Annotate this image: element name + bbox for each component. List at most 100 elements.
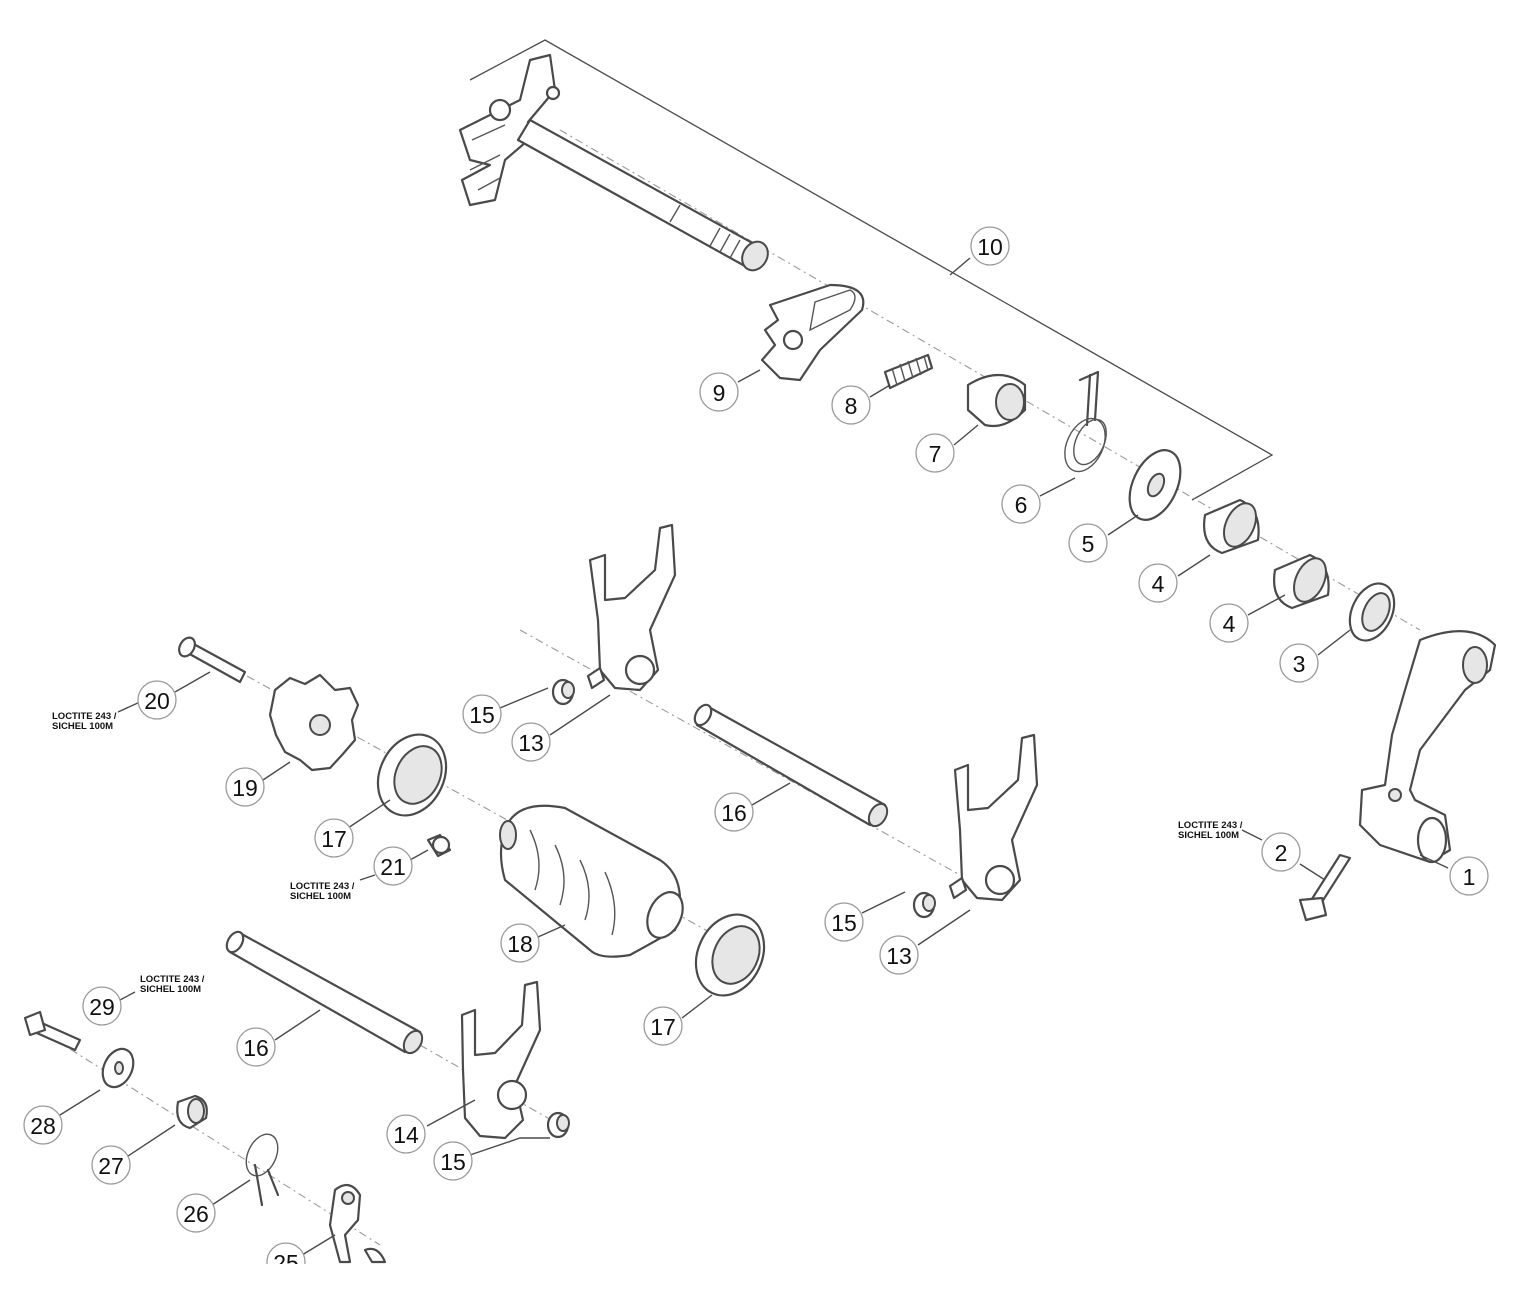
adhesive-note-21: LOCTITE 243 / SICHEL 100M	[290, 881, 355, 902]
washer-part	[1128, 449, 1182, 521]
lever-part-25	[328, 1183, 387, 1264]
fork-rod-upper	[693, 703, 889, 828]
adhesive-note-20: LOCTITE 243 / SICHEL 100M	[52, 711, 117, 732]
svg-text:4: 4	[1223, 611, 1236, 637]
svg-text:17: 17	[321, 826, 347, 852]
callout-14: 14	[386, 1114, 426, 1154]
spring-part	[883, 353, 934, 390]
callout-7: 7	[915, 433, 955, 473]
callout-8: 8	[831, 385, 871, 425]
svg-text:17: 17	[650, 1014, 676, 1040]
svg-text:1: 1	[1463, 864, 1476, 890]
svg-text:5: 5	[1082, 531, 1095, 557]
svg-text:14: 14	[393, 1122, 419, 1148]
roller-part-b	[912, 891, 936, 919]
seal-ring-part	[1348, 582, 1396, 642]
return-spring-part	[1064, 370, 1107, 473]
bushing-part-lower	[1273, 553, 1330, 610]
shift-plate-part	[760, 283, 865, 382]
callout-19: 19	[225, 767, 265, 807]
svg-text:10: 10	[977, 234, 1003, 260]
bushing-part-upper	[1203, 498, 1260, 555]
callout-26: 26	[176, 1193, 216, 1233]
svg-text:27: 27	[98, 1153, 124, 1179]
svg-text:21: 21	[380, 854, 406, 880]
svg-text:9: 9	[713, 380, 726, 406]
svg-text:SICHEL 100M: SICHEL 100M	[52, 721, 113, 732]
callout-15-lower: 15	[433, 1141, 473, 1181]
washer-part-28	[101, 1047, 135, 1089]
guide-sleeve-part	[966, 374, 1027, 428]
roller-part-c	[546, 1111, 570, 1139]
callout-15-upper: 15	[462, 694, 502, 734]
adhesive-note-2: LOCTITE 243 / SICHEL 100M	[1178, 820, 1243, 841]
svg-text:7: 7	[929, 441, 942, 467]
callout-1: 1	[1449, 856, 1489, 896]
callout-15-right: 15	[824, 902, 864, 942]
svg-text:26: 26	[183, 1201, 209, 1227]
spring-part-26	[245, 1133, 280, 1207]
star-cam-part	[268, 673, 360, 772]
svg-text:13: 13	[886, 943, 912, 969]
svg-text:LOCTITE 243 /: LOCTITE 243 /	[1178, 820, 1243, 831]
bearing-part-upper	[376, 733, 448, 817]
svg-text:3: 3	[1293, 651, 1306, 677]
svg-text:15: 15	[440, 1149, 466, 1175]
svg-text:8: 8	[845, 393, 858, 419]
roller-part-27	[176, 1094, 208, 1130]
callout-10: 10	[970, 226, 1010, 266]
svg-text:6: 6	[1015, 492, 1028, 518]
callout-9: 9	[699, 372, 739, 412]
shift-shaft-part	[458, 53, 769, 272]
callout-18: 18	[500, 923, 540, 963]
svg-text:20: 20	[144, 688, 170, 714]
callout-21: 21	[373, 846, 413, 886]
svg-text:28: 28	[30, 1113, 56, 1139]
svg-text:29: 29	[89, 994, 115, 1020]
leader-lines	[59, 257, 1449, 1256]
svg-text:SICHEL 100M: SICHEL 100M	[1178, 830, 1239, 841]
shift-lever-part	[1358, 630, 1497, 864]
shift-drum-part	[499, 804, 684, 958]
shift-fork-lower	[460, 980, 542, 1140]
adhesive-note-29: LOCTITE 243 / SICHEL 100M	[140, 974, 205, 995]
callout-5: 5	[1068, 523, 1108, 563]
axis-lines	[39, 129, 1421, 1246]
callout-27: 27	[91, 1145, 131, 1185]
roller-part-a	[551, 678, 575, 706]
callout-20: 20	[137, 680, 177, 720]
callout-17-lower: 17	[643, 1006, 683, 1046]
callout-13-right: 13	[879, 935, 919, 975]
callout-29: 29	[82, 986, 122, 1026]
callout-13-upper: 13	[511, 722, 551, 762]
svg-text:2: 2	[1275, 840, 1288, 866]
svg-text:16: 16	[721, 800, 747, 826]
svg-text:SICHEL 100M: SICHEL 100M	[290, 891, 351, 902]
callout-17-upper: 17	[314, 818, 354, 858]
shift-fork-right	[948, 733, 1039, 902]
callout-6: 6	[1001, 484, 1041, 524]
bottom-crop-mask	[0, 1264, 1532, 1312]
bolt-part-2	[1298, 853, 1352, 922]
callout-4-upper: 4	[1138, 563, 1178, 603]
bolt-part-29	[23, 1010, 82, 1052]
bearing-part-lower	[694, 913, 766, 997]
callout-16-lower: 16	[236, 1027, 276, 1067]
svg-text:16: 16	[243, 1035, 269, 1061]
callout-16-upper: 16	[714, 792, 754, 832]
bolt-part-20	[178, 636, 247, 684]
screw-part-21	[426, 833, 452, 858]
callout-28: 28	[23, 1105, 63, 1145]
shift-fork-upper	[586, 523, 677, 692]
callout-3: 3	[1279, 643, 1319, 683]
svg-text:13: 13	[518, 730, 544, 756]
svg-text:4: 4	[1152, 571, 1165, 597]
assembly-bracket-10	[469, 39, 1274, 501]
fork-rod-lower	[225, 930, 424, 1055]
svg-text:LOCTITE 243 /: LOCTITE 243 /	[52, 711, 117, 722]
svg-text:18: 18	[507, 931, 533, 957]
svg-text:19: 19	[232, 775, 258, 801]
callout-4-lower: 4	[1209, 603, 1249, 643]
svg-text:SICHEL 100M: SICHEL 100M	[140, 984, 201, 995]
